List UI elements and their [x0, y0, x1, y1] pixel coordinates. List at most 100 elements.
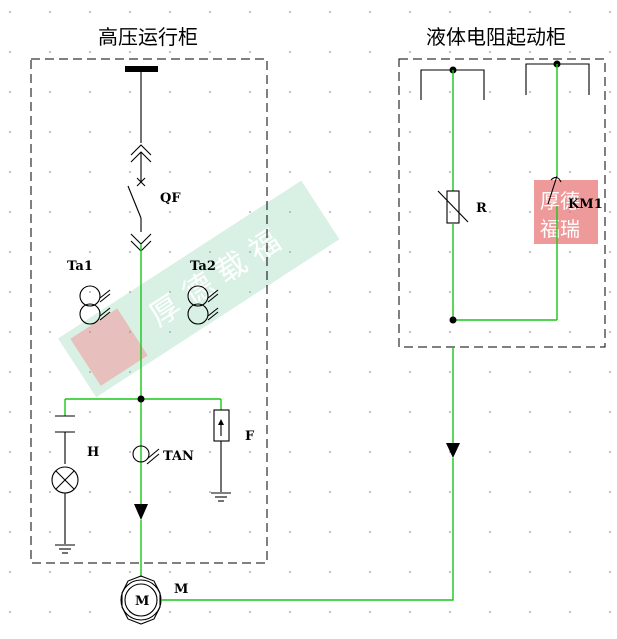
grid-dot	[169, 371, 171, 373]
grid-dot	[569, 411, 571, 413]
grid-dot	[129, 131, 131, 133]
grid-dot	[89, 331, 91, 333]
resistor-icon	[437, 190, 469, 224]
grid-dot	[369, 451, 371, 453]
grid-dot	[409, 451, 411, 453]
grid-dot	[9, 611, 11, 613]
grid-dot	[89, 131, 91, 133]
grid-dot	[249, 131, 251, 133]
ta2-label: Ta2	[190, 259, 216, 274]
grid-dot	[209, 91, 211, 93]
grid-dot	[449, 251, 451, 253]
ta1-transformer-icon	[79, 285, 111, 325]
grid-dot	[329, 371, 331, 373]
grid-dot	[489, 411, 491, 413]
grid-dot	[329, 91, 331, 93]
grid-dot	[449, 531, 451, 533]
grid-dot	[529, 51, 531, 53]
grid-dot	[49, 491, 51, 493]
grid-dot	[609, 11, 611, 13]
grid-dot	[329, 291, 331, 293]
grid-dot	[409, 11, 411, 13]
grid-dot	[9, 411, 11, 413]
grid-dot	[329, 211, 331, 213]
grid-dot	[329, 531, 331, 533]
grid-dot	[609, 571, 611, 573]
grid-dot	[409, 131, 411, 133]
grid-dot	[289, 531, 291, 533]
svg-text:福瑞: 福瑞	[540, 217, 580, 241]
upper-chevron-1	[130, 144, 152, 156]
grid-dot	[329, 331, 331, 333]
grid-dot	[369, 211, 371, 213]
grid-dot	[169, 251, 171, 253]
grid-dot	[9, 91, 11, 93]
f-label: F	[245, 429, 255, 444]
motor-symbol: M	[135, 594, 149, 609]
grid-dot	[529, 491, 531, 493]
grid-dot	[529, 171, 531, 173]
watermark: 厚 德 载 福	[58, 180, 340, 398]
grid-dot	[529, 571, 531, 573]
grid-dot	[129, 211, 131, 213]
ta1-label: Ta1	[67, 259, 93, 274]
grid-dot	[449, 411, 451, 413]
grid-dot	[129, 571, 131, 573]
grid-dot	[609, 91, 611, 93]
grid-dot	[169, 451, 171, 453]
grid-dot	[209, 11, 211, 13]
grid-dot	[9, 331, 11, 333]
grid-dot	[369, 91, 371, 93]
grid-dot	[489, 211, 491, 213]
grid-dot	[569, 291, 571, 293]
grid-dot	[289, 131, 291, 133]
grid-dot	[89, 491, 91, 493]
grid-dot	[409, 531, 411, 533]
grid-dot	[249, 571, 251, 573]
grid-dot	[529, 11, 531, 13]
grid-dot	[449, 491, 451, 493]
grid-dot	[529, 411, 531, 413]
grid-dot	[209, 451, 211, 453]
grid-dot	[409, 331, 411, 333]
grid-dot	[409, 251, 411, 253]
grid-dot	[489, 331, 491, 333]
grid-dot	[329, 571, 331, 573]
grid-dot	[169, 611, 171, 613]
grid-dot	[9, 491, 11, 493]
grid-dot	[169, 11, 171, 13]
grid-dot	[9, 291, 11, 293]
grid-dot	[89, 611, 91, 613]
grid-dot	[489, 611, 491, 613]
grid-dot	[289, 331, 291, 333]
grid-dot	[369, 411, 371, 413]
grid-dot	[489, 371, 491, 373]
grid-dot	[169, 411, 171, 413]
grid-dot	[609, 211, 611, 213]
grid-dot	[449, 371, 451, 373]
grid-dot	[289, 611, 291, 613]
grid-dot	[449, 211, 451, 213]
grid-dot	[289, 371, 291, 373]
grid-dot	[129, 91, 131, 93]
grid-dot	[129, 251, 131, 253]
grid-dot	[169, 211, 171, 213]
grid-dot	[129, 51, 131, 53]
grid-dot	[9, 51, 11, 53]
grid-dot	[169, 91, 171, 93]
grid-dot	[89, 91, 91, 93]
grid-dot	[209, 411, 211, 413]
grid-dot	[369, 571, 371, 573]
grid-dot	[49, 531, 51, 533]
grid-dot	[49, 251, 51, 253]
grid-dot	[569, 51, 571, 53]
grid-dot	[409, 611, 411, 613]
grid-dot	[449, 571, 451, 573]
grid-dot	[489, 11, 491, 13]
grid-dot	[529, 131, 531, 133]
grid-dot	[9, 211, 11, 213]
grid-dot	[249, 411, 251, 413]
grid-dot	[169, 331, 171, 333]
grid-dot	[609, 51, 611, 53]
tan-label: TAN	[163, 449, 194, 464]
